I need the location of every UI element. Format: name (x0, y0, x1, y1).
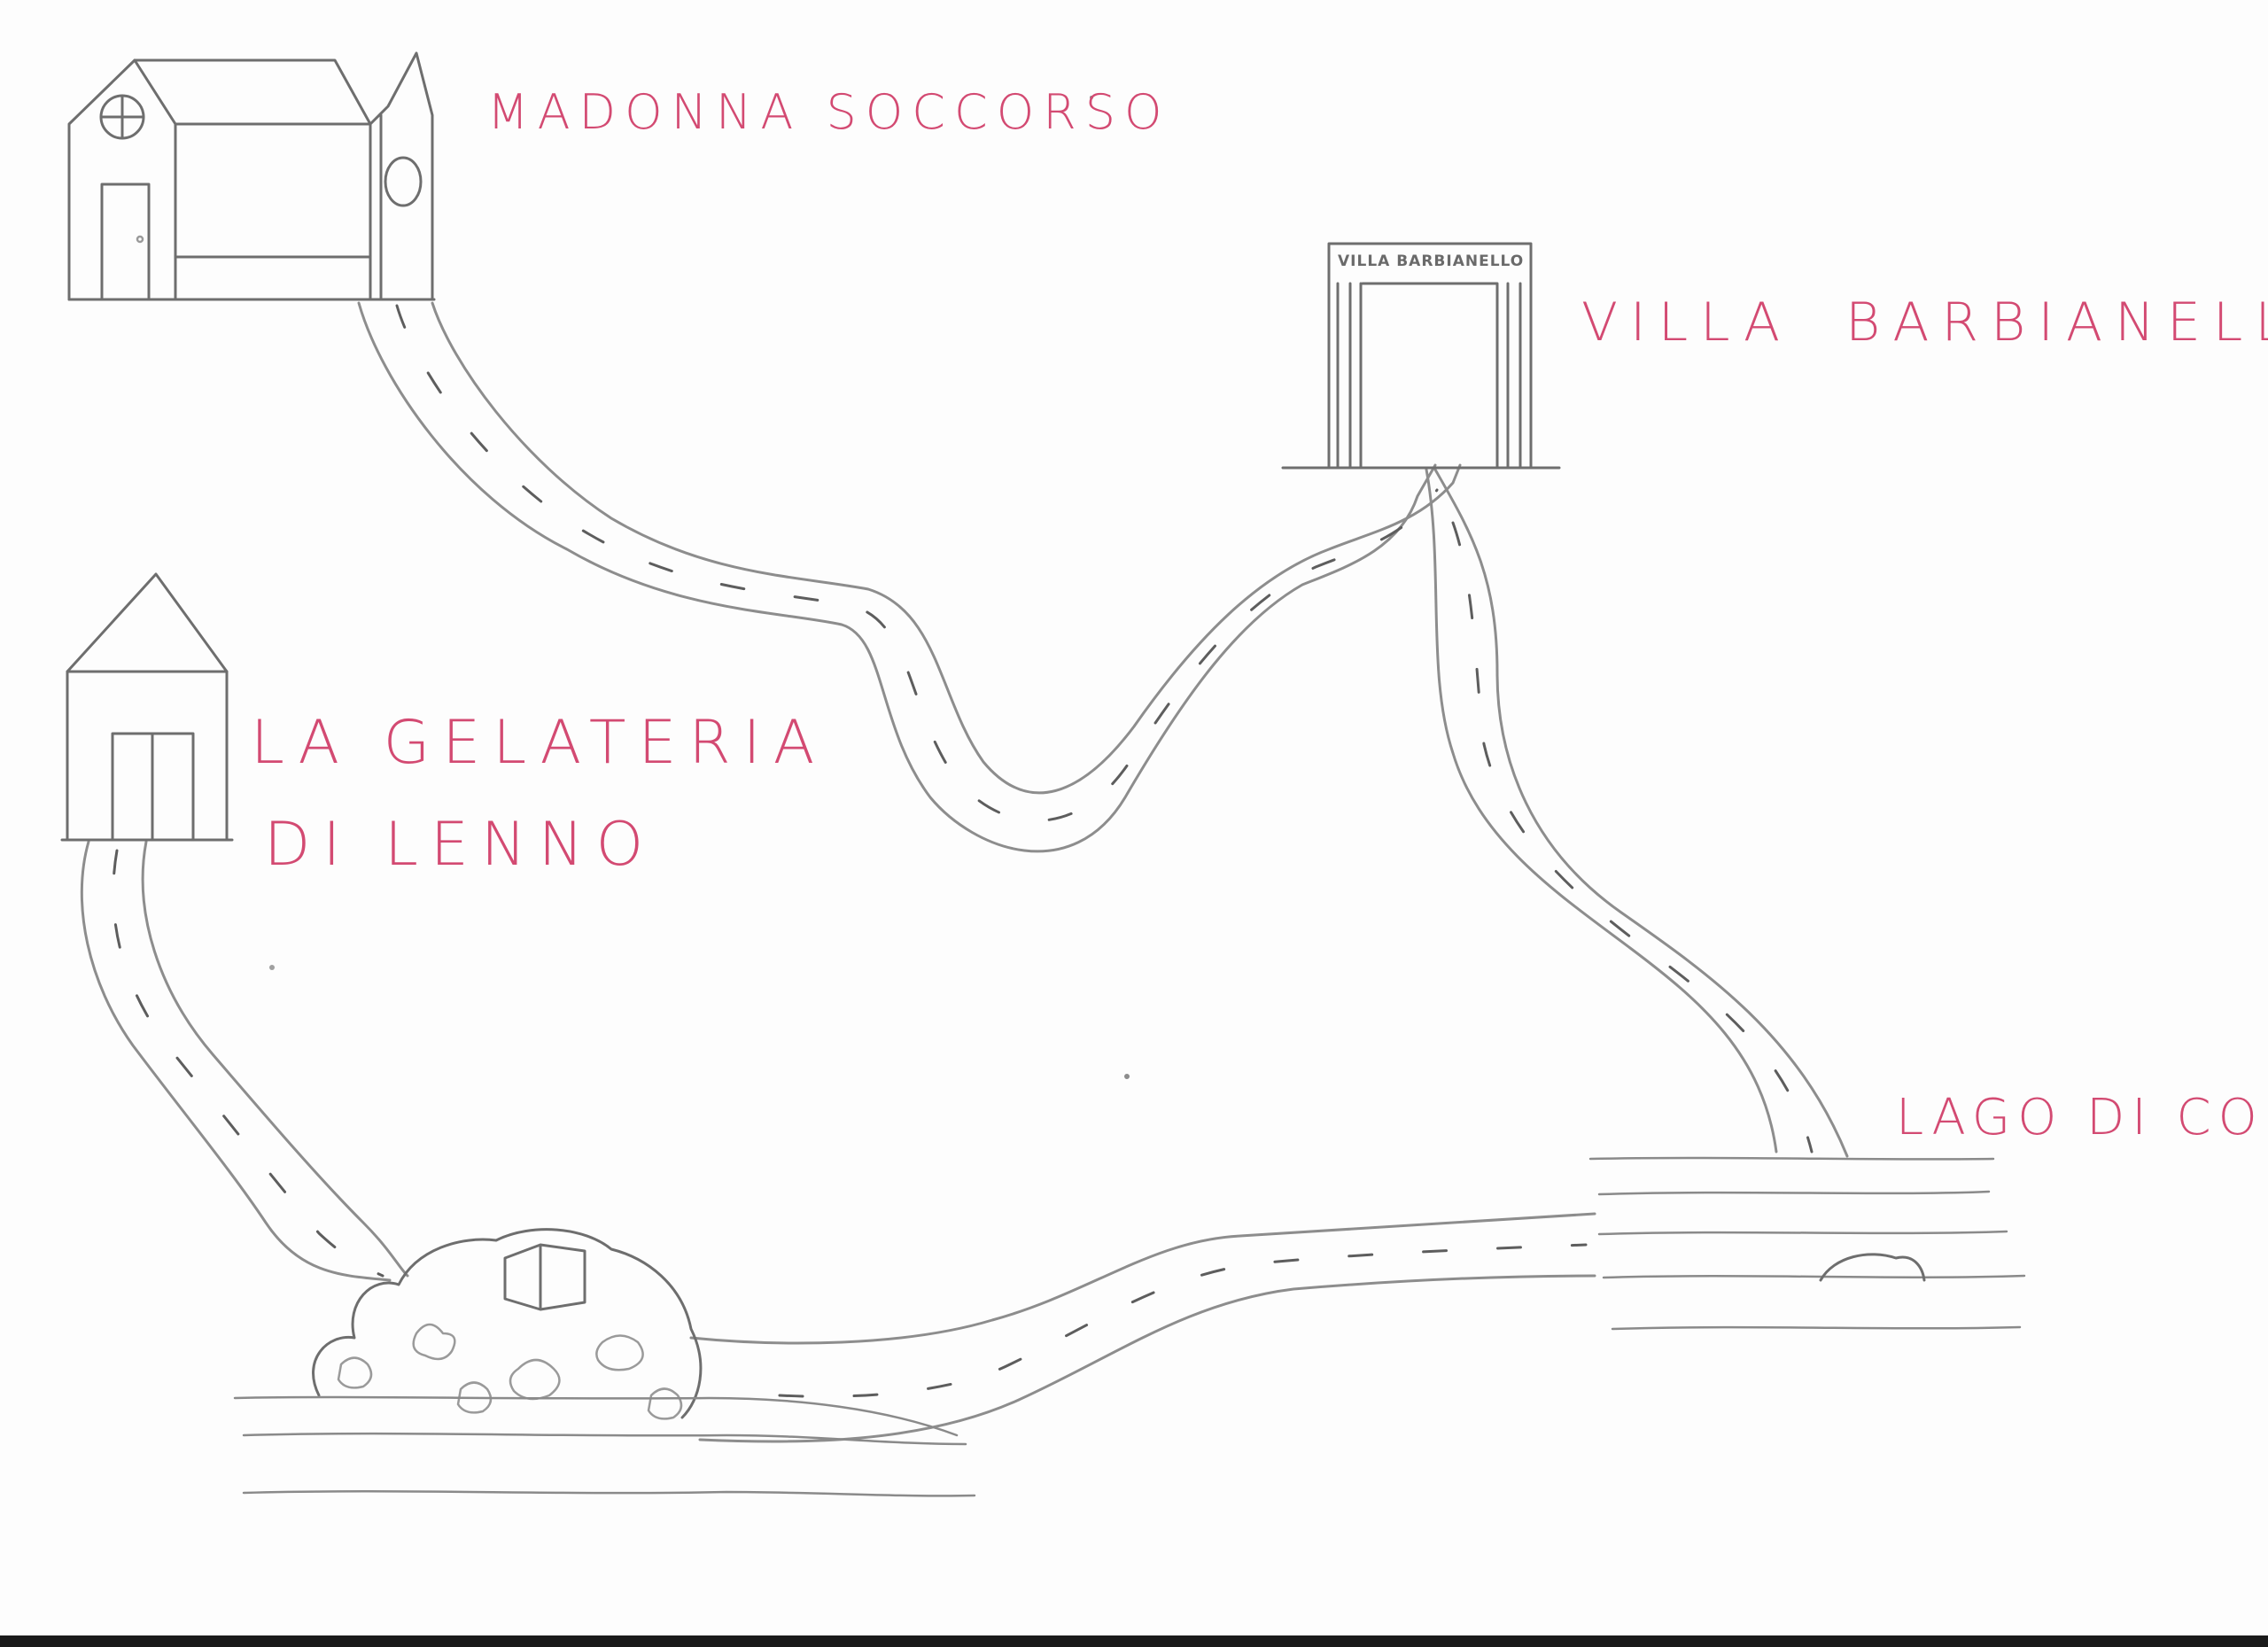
label-lago-di-como: LAGO DI COMO (1896, 1089, 2268, 1146)
rock-icon (1819, 1253, 1926, 1282)
road-island-to-lake (689, 1212, 1596, 1443)
label-gelateria-line1: LA GELATERIA (251, 708, 827, 778)
road-madonna-to-villa (357, 301, 1462, 853)
label-villa-word2: BARBIANELLO (1845, 291, 2268, 353)
stray-marks (269, 96, 1130, 1079)
label-gelateria-line2: DI LENNO (264, 810, 656, 880)
island-icon (312, 1228, 703, 1420)
road-gelateria-to-island (80, 840, 409, 1282)
lake-waves-left (233, 1395, 976, 1497)
church-icon (67, 51, 436, 301)
road-villa-to-lago (1425, 468, 1849, 1158)
label-villa-barbianello: VILLA BARBIANELLO (1581, 292, 2268, 353)
lake-waves-right (1588, 1156, 2026, 1331)
villa-gate-icon (1281, 242, 1561, 470)
label-madonna-soccorso: MADONNA SOCCORSO (487, 84, 1171, 140)
villa-gate-sign: VILLA BARBIANELLO (1338, 252, 1525, 270)
scan-edge (0, 1635, 2268, 1647)
label-villa-word1: VILLA (1581, 291, 1793, 353)
gelateria-house-icon (60, 572, 234, 842)
